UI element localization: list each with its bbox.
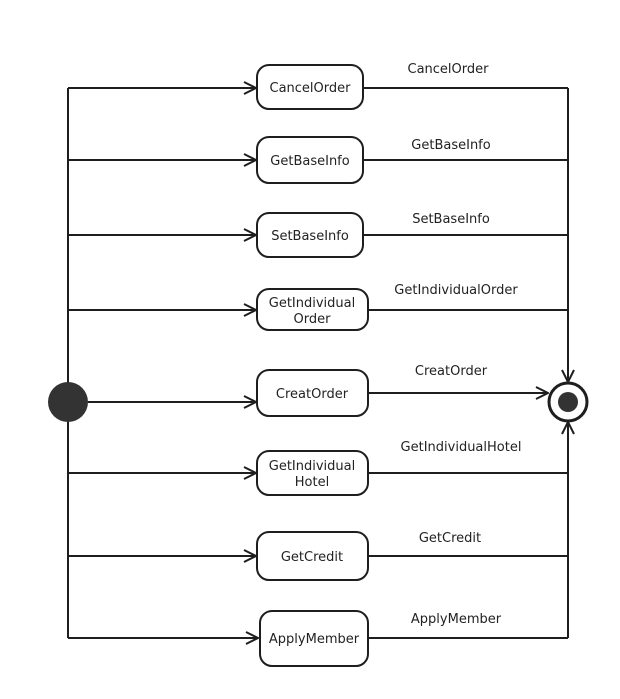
incoming-arrows (68, 88, 258, 638)
state-creat-order[interactable]: CreatOrder (256, 369, 369, 417)
edge-label-get-credit: GetCredit (419, 531, 481, 546)
state-box (256, 531, 369, 581)
state-cancel-order[interactable]: CancelOrder (256, 64, 364, 110)
edge-labels: CancelOrder GetBaseInfo SetBaseInfo GetI… (394, 62, 521, 627)
state-box (256, 212, 364, 258)
state-box (256, 288, 369, 331)
state-get-individual-order[interactable]: GetIndividual Order (256, 288, 369, 331)
state-box (256, 64, 364, 110)
edge-label-cancel-order: CancelOrder (408, 62, 490, 77)
state-label-line: CancelOrder (270, 81, 352, 96)
edge-label-get-individual-hotel: GetIndividualHotel (401, 440, 522, 455)
edge-label-get-individual-order: GetIndividualOrder (394, 283, 518, 298)
edge-label-get-base-info: GetBaseInfo (411, 138, 490, 153)
edge-label-creat-order: CreatOrder (415, 364, 488, 379)
state-label-line: GetCredit (281, 550, 343, 565)
state-box (256, 450, 369, 496)
state-label-line: ApplyMember (269, 632, 360, 647)
state-get-credit[interactable]: GetCredit (256, 531, 369, 581)
state-get-individual-hotel[interactable]: GetIndividual Hotel (256, 450, 369, 496)
state-label-line: GetIndividual (269, 459, 355, 474)
state-label-line: CreatOrder (276, 387, 349, 402)
edge-label-set-base-info: SetBaseInfo (412, 212, 490, 227)
state-set-base-info[interactable]: SetBaseInfo (256, 212, 364, 258)
final-node-core (558, 392, 578, 412)
state-box (256, 369, 369, 417)
state-apply-member[interactable]: ApplyMember (259, 610, 369, 667)
outgoing-lines (363, 87, 568, 639)
state-box (259, 610, 369, 667)
state-get-base-info[interactable]: GetBaseInfo (256, 136, 364, 184)
state-label-line: GetBaseInfo (270, 154, 349, 169)
state-label-line: GetIndividual (269, 296, 355, 311)
edge-label-apply-member: ApplyMember (411, 612, 502, 627)
initial-node (48, 382, 88, 422)
state-label-line: Order (294, 312, 332, 327)
state-label-line: SetBaseInfo (271, 229, 349, 244)
state-box (256, 136, 364, 184)
state-label-line: Hotel (295, 475, 329, 490)
